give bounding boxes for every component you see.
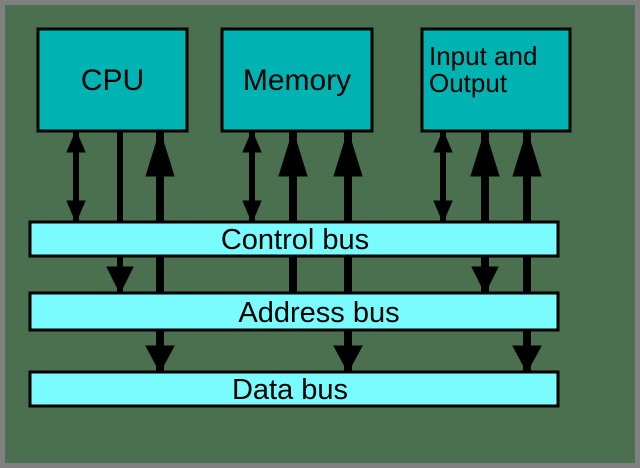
connector-cpu-control [66,129,86,224]
unit-cpu[interactable]: CPU [36,27,189,133]
bus-data-bar [28,370,560,408]
unit-io-box [420,27,572,133]
unit-io[interactable]: Input and Output [420,27,572,133]
unit-cpu-box [36,27,189,133]
bus-data[interactable]: Data bus [28,370,560,408]
bus-address-label: Address bus [238,297,399,329]
unit-cpu-label: CPU [81,64,144,97]
unit-boxes: CPU Memory Input and Output [36,27,572,133]
unit-io-label-line1: Input and [429,41,537,71]
bus-control-label: Control bus [221,224,369,256]
connector-memory-control [242,129,262,224]
bus-address[interactable]: Address bus [28,291,560,332]
bus-address-bar [28,291,560,332]
connector-io-control [433,129,453,224]
connector-io-address [470,129,500,295]
bus-bars: Control bus Address bus Data bus [28,220,560,408]
bus-data-label: Data bus [232,374,348,406]
unit-memory-box [220,27,374,133]
unit-memory[interactable]: Memory [220,27,374,133]
bus-control-bar [28,220,560,258]
unit-memory-label: Memory [243,64,351,97]
unit-io-label-line2: Output [429,68,508,98]
bus-control[interactable]: Control bus [28,220,560,258]
